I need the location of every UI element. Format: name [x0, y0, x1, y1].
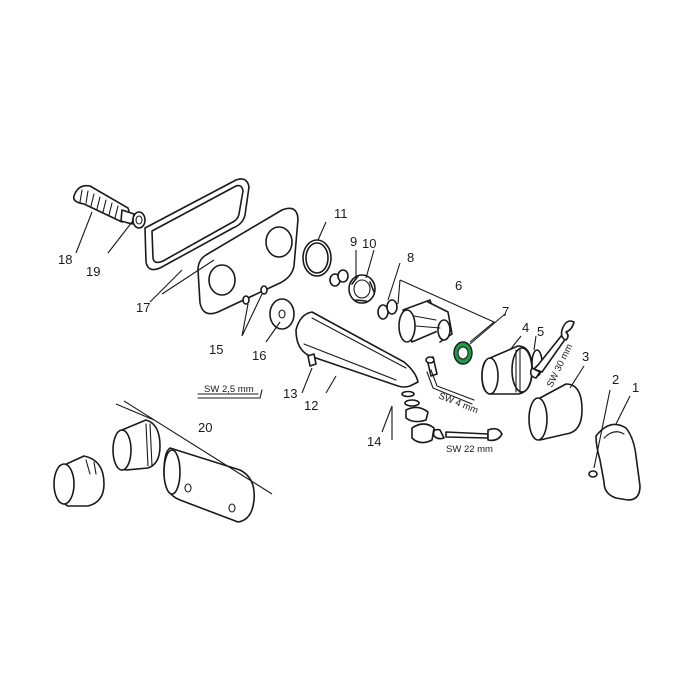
label-3: 3 [582, 349, 589, 364]
part-19-nut [132, 211, 146, 229]
part-18-hose [72, 184, 135, 225]
part-17-cover-plate [197, 207, 299, 315]
part-9-cartridge-holder [348, 274, 376, 304]
label-15: 15 [209, 342, 223, 357]
tool-label-sw-30: SW 30 mm [545, 342, 576, 389]
part-10-small-rings [329, 269, 349, 287]
label-5: 5 [537, 324, 544, 339]
part-6-cartridge [398, 299, 453, 343]
wrench-sw-22 [432, 427, 503, 442]
label-2: 2 [612, 372, 619, 387]
leader-lines [75, 211, 631, 495]
label-19: 19 [86, 264, 100, 279]
part-4-sleeve [481, 345, 533, 395]
label-11: 11 [334, 206, 348, 221]
part-20-rough-in-mid [112, 419, 161, 471]
part-1-lever [595, 423, 641, 501]
part-2-grub-screw [588, 470, 598, 478]
label-4: 4 [522, 320, 529, 335]
part-20-rough-in-front [53, 455, 105, 507]
part-17-gasket [144, 178, 250, 271]
label-6: 6 [455, 278, 462, 293]
label-20: 20 [198, 420, 212, 435]
label-9: 9 [350, 234, 357, 249]
label-1: 1 [632, 380, 639, 395]
label-8: 8 [407, 250, 414, 265]
part-12-spout [295, 311, 419, 388]
label-17: 17 [136, 300, 150, 315]
part-16-disk [269, 298, 295, 330]
part-13-set-screw [307, 353, 317, 367]
label-10: 10 [362, 236, 376, 251]
callout-labels: 18 19 17 11 9 10 8 6 7 4 5 3 2 1 15 16 1… [58, 206, 639, 449]
part-8-gaskets [377, 299, 398, 320]
tool-label-sw-22: SW 22 mm [446, 444, 493, 455]
part-14-aerator [401, 390, 435, 444]
label-7: 7 [502, 304, 509, 319]
part-11-o-ring [302, 239, 332, 277]
wrench-sw-30 [529, 320, 575, 379]
hex-key-sw-2-5 [197, 389, 263, 399]
tool-label-sw-2-5: SW 2,5 mm [204, 384, 254, 395]
part-3-escutcheon [528, 383, 583, 441]
label-14: 14 [367, 434, 381, 449]
label-13: 13 [283, 386, 297, 401]
part-7-green-ring [453, 341, 473, 365]
label-18: 18 [58, 252, 72, 267]
hex-key-sw-4 [426, 369, 475, 405]
part-7-screw [425, 356, 438, 377]
label-16: 16 [252, 348, 266, 363]
part-20-rough-in-body [163, 447, 256, 523]
part-15-screws [242, 285, 268, 305]
label-12: 12 [304, 398, 318, 413]
